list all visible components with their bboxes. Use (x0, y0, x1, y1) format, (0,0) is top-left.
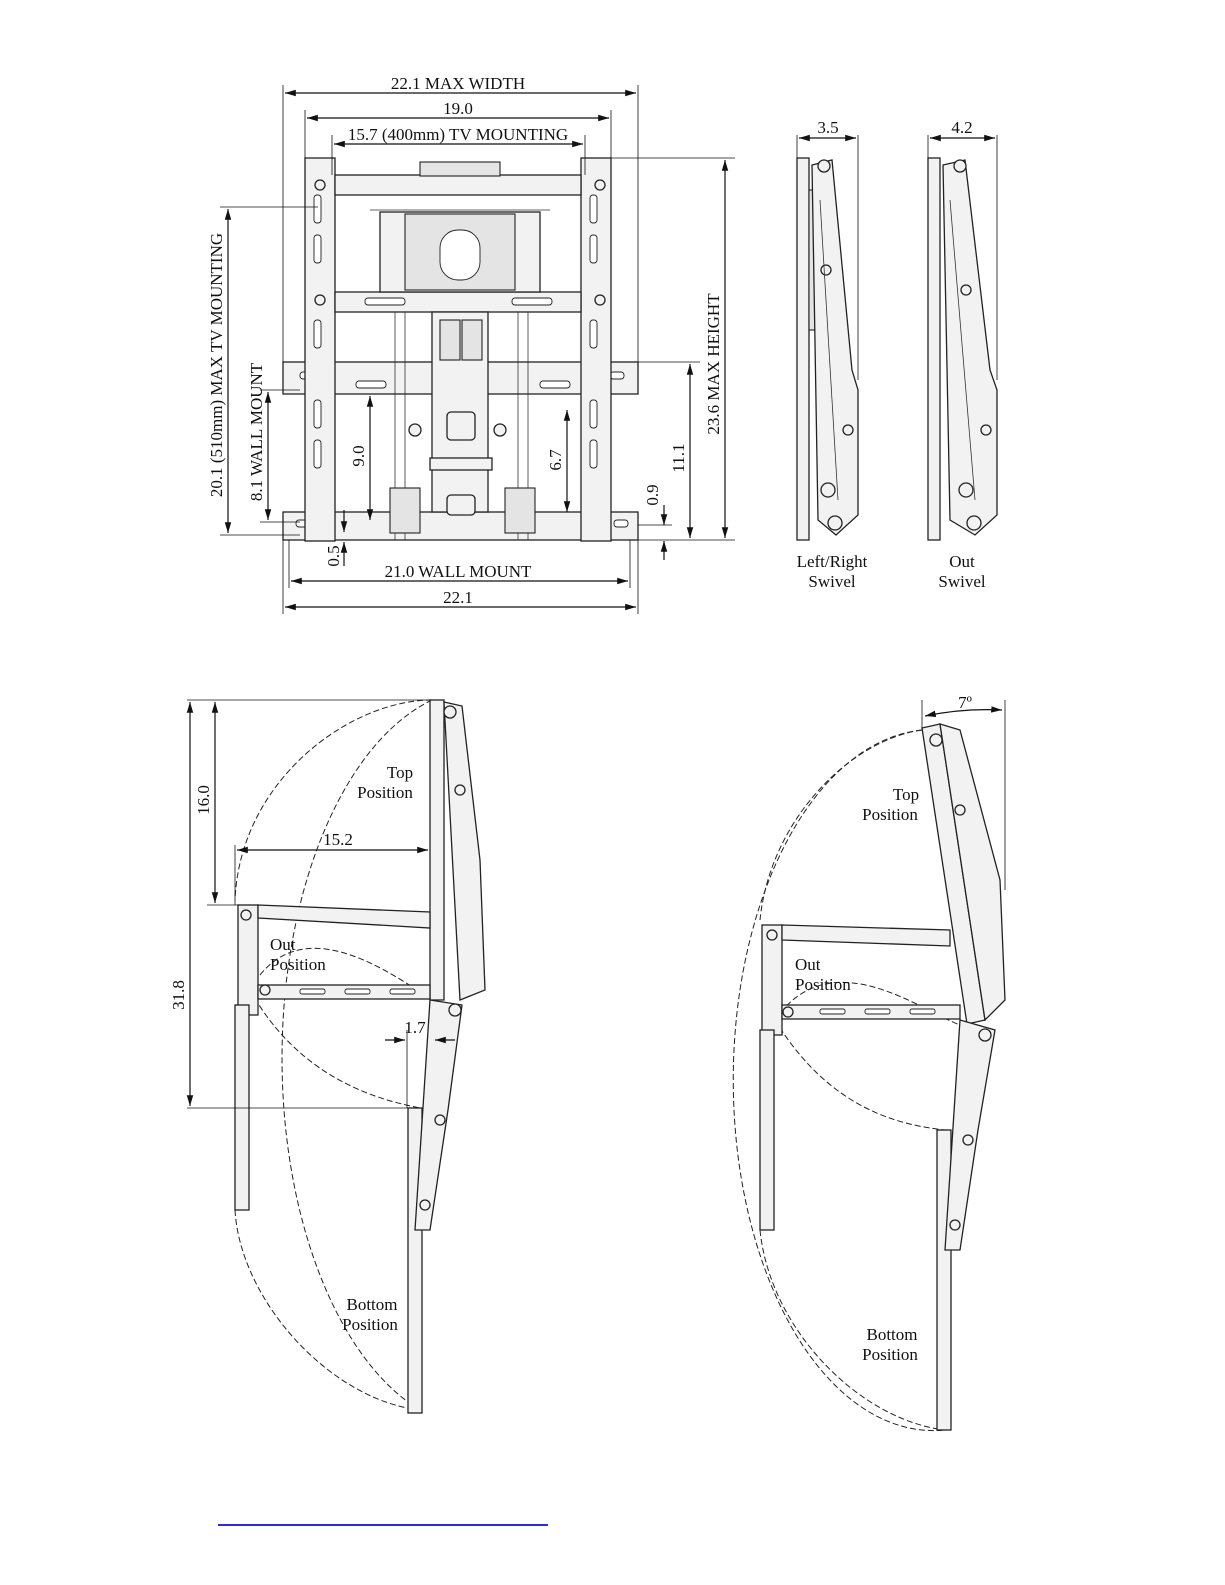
dim-15-2: 15.2 (323, 830, 353, 849)
dim-11-1: 11.1 (669, 443, 688, 472)
right-bottom-label-1: Bottom (866, 1325, 917, 1344)
dim-bottom-width: 22.1 (443, 588, 473, 607)
dim-9-0: 9.0 (349, 445, 368, 466)
dim-16-0: 16.0 (194, 785, 213, 815)
left-out-label-2: Position (270, 955, 326, 974)
side-label-2-line1: Out (949, 552, 975, 571)
side-label-1-line1: Left/Right (797, 552, 868, 571)
right-bottom-label-2: Position (862, 1345, 918, 1364)
left-out-label-1: Out (270, 935, 296, 954)
dim-31-8: 31.8 (169, 980, 188, 1010)
side-view-left-right-swivel: 3.5 Left/Right Swivel (797, 118, 868, 591)
side-label-2-line2: Swivel (938, 572, 986, 591)
right-out-label-2: Position (795, 975, 851, 994)
hyperlink[interactable] (218, 1500, 548, 1526)
side-view-out-swivel: 4.2 Out Swivel (928, 118, 997, 591)
left-top-label-2: Position (357, 783, 413, 802)
motion-diagram-right: 7º Top Position Out Position Bottom Posi… (733, 693, 1005, 1431)
dim-6-7: 6.7 (546, 449, 565, 471)
angle-7: 7º (958, 693, 972, 712)
dim-1-7: 1.7 (404, 1018, 426, 1037)
dim-max-tv-mounting: 20.1 (510mm) MAX TV MOUNTING (207, 233, 226, 497)
right-top-label-1: Top (893, 785, 919, 804)
side-dim-2: 4.2 (951, 118, 972, 137)
dim-0-5: 0.5 (324, 545, 343, 566)
left-bottom-label-2: Position (342, 1315, 398, 1334)
right-out-label-1: Out (795, 955, 821, 974)
motion-diagram-left: 16.0 15.2 31.8 1.7 Top Position Out Posi… (169, 700, 485, 1413)
dim-wall-mount-v: 8.1 WALL MOUNT (247, 362, 266, 501)
right-top-label-2: Position (862, 805, 918, 824)
dim-max-width: 22.1 MAX WIDTH (391, 74, 525, 93)
front-view: 22.1 MAX WIDTH 19.0 15.7 (400mm) TV MOUN… (207, 74, 735, 614)
dim-0-9: 0.9 (643, 484, 662, 505)
dim-max-height: 23.6 MAX HEIGHT (704, 293, 723, 435)
left-bottom-label-1: Bottom (346, 1295, 397, 1314)
dim-tv-mounting: 15.7 (400mm) TV MOUNTING (348, 125, 568, 144)
left-top-label-1: Top (387, 763, 413, 782)
dim-wall-mount-h: 21.0 WALL MOUNT (385, 562, 532, 581)
side-label-1-line2: Swivel (808, 572, 856, 591)
side-dim-1: 3.5 (817, 118, 838, 137)
dim-width-19: 19.0 (443, 99, 473, 118)
